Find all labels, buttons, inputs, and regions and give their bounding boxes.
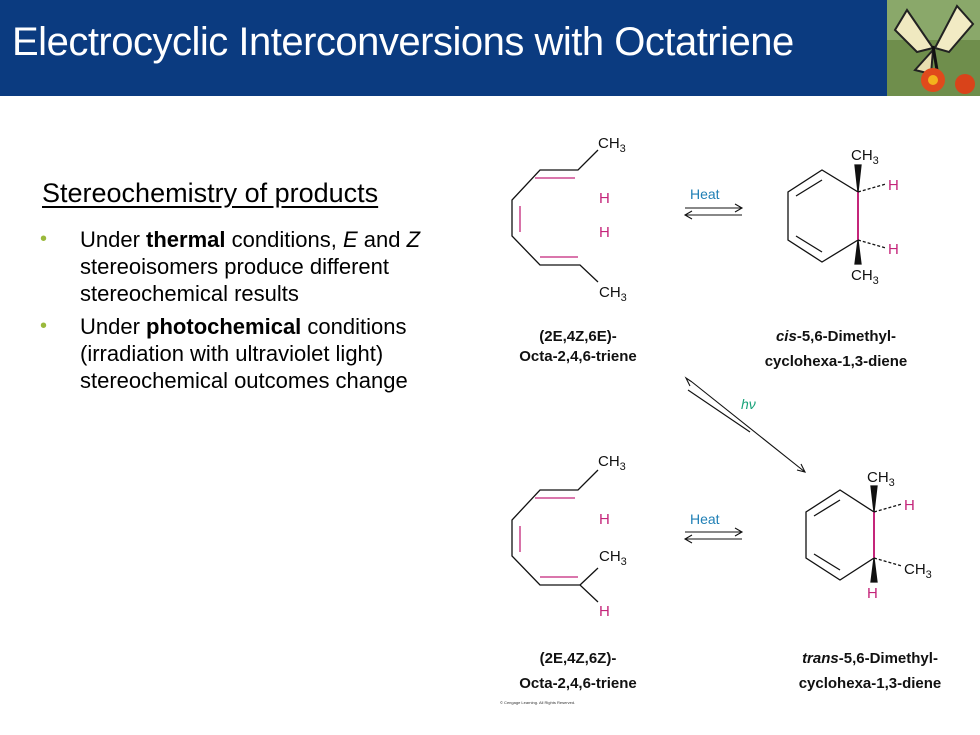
bullet-text-1-0: Under: [80, 314, 147, 339]
bullet-thermal: • Under thermal conditions, E and Z ster…: [40, 226, 470, 307]
h-label: H: [599, 224, 610, 241]
caption-bottom-left-line2: Octa-2,4,6-triene: [519, 675, 637, 692]
h-label: H: [904, 497, 915, 514]
heat-label: Heat: [690, 511, 720, 527]
ch3-label: CH3: [904, 561, 932, 581]
molecule-trans-dimethylcyclohexadiene: [805, 485, 903, 583]
bullet-text-0-0: Under: [80, 227, 147, 252]
molecule-2e4z6e-octatriene: [511, 149, 599, 283]
h-label: H: [867, 585, 878, 602]
photochemical-equilibrium-arrow: [684, 376, 807, 473]
bullet-photochemical: • Under photochemical conditions (irradi…: [40, 313, 470, 394]
molecule-2e4z6z-octatriene: [511, 469, 599, 603]
ch3-label: CH3: [851, 147, 879, 167]
bullet-text-1-1: photochemical: [146, 314, 302, 339]
ch3-label: CH3: [598, 453, 626, 473]
bullet-text-0-1: thermal: [146, 227, 226, 252]
reaction-scheme: CH3 H H CH3 (2E,4Z,6E)- Octa-2,4,6-trien…: [500, 135, 942, 705]
equilibrium-arrow: [683, 527, 744, 544]
caption-top-right-line1: cis-5,6-Dimethyl-: [776, 328, 896, 345]
slide-title: Electrocyclic Interconversions with Octa…: [12, 20, 794, 64]
equilibrium-arrow: [683, 203, 744, 220]
copyright-notice: © Cengage Learning. All Rights Reserved.: [500, 700, 575, 705]
bullet-text-0-3: E: [342, 227, 358, 252]
butterfly-photo: [887, 0, 980, 96]
bullet-list: • Under thermal conditions, E and Z ster…: [40, 226, 470, 400]
subheading: Stereochemistry of products: [42, 178, 379, 208]
ch3-label: CH3: [599, 548, 627, 568]
bullet-marker: •: [40, 228, 48, 250]
title-bar: Electrocyclic Interconversions with Octa…: [0, 0, 980, 96]
molecule-cis-dimethylcyclohexadiene: [787, 164, 887, 265]
caption-top-right-line2: cyclohexa-1,3-diene: [765, 353, 908, 370]
h-label: H: [888, 177, 899, 194]
caption-top-left-line1: (2E,4Z,6E)-: [539, 328, 617, 345]
bullet-text-0-5: Z: [406, 227, 421, 252]
bullet-text-0-2: conditions,: [225, 227, 343, 252]
ch3-label: CH3: [851, 267, 879, 287]
h-label: H: [599, 511, 610, 528]
heat-label: Heat: [690, 186, 720, 202]
caption-bottom-right-line2: cyclohexa-1,3-diene: [799, 675, 942, 692]
bullet-text-0-4: and: [357, 227, 407, 252]
ch3-label: CH3: [867, 469, 895, 489]
caption-bottom-left-line1: (2E,4Z,6Z)-: [540, 650, 617, 667]
bullet-text-0-6: stereoisomers produce different stereoch…: [80, 254, 389, 306]
h-label: H: [888, 241, 899, 258]
caption-top-left-line2: Octa-2,4,6-triene: [519, 348, 637, 365]
h-label: H: [599, 190, 610, 207]
bullet-text-1-2: conditions (irradiation with ultraviolet…: [80, 314, 408, 393]
bullet-marker: •: [40, 315, 48, 337]
hv-label: hν: [741, 396, 756, 412]
h-label: H: [599, 603, 610, 620]
caption-bottom-right-line1: trans-5,6-Dimethyl-: [802, 650, 938, 667]
ch3-label: CH3: [599, 284, 627, 304]
ch3-label: CH3: [598, 135, 626, 155]
